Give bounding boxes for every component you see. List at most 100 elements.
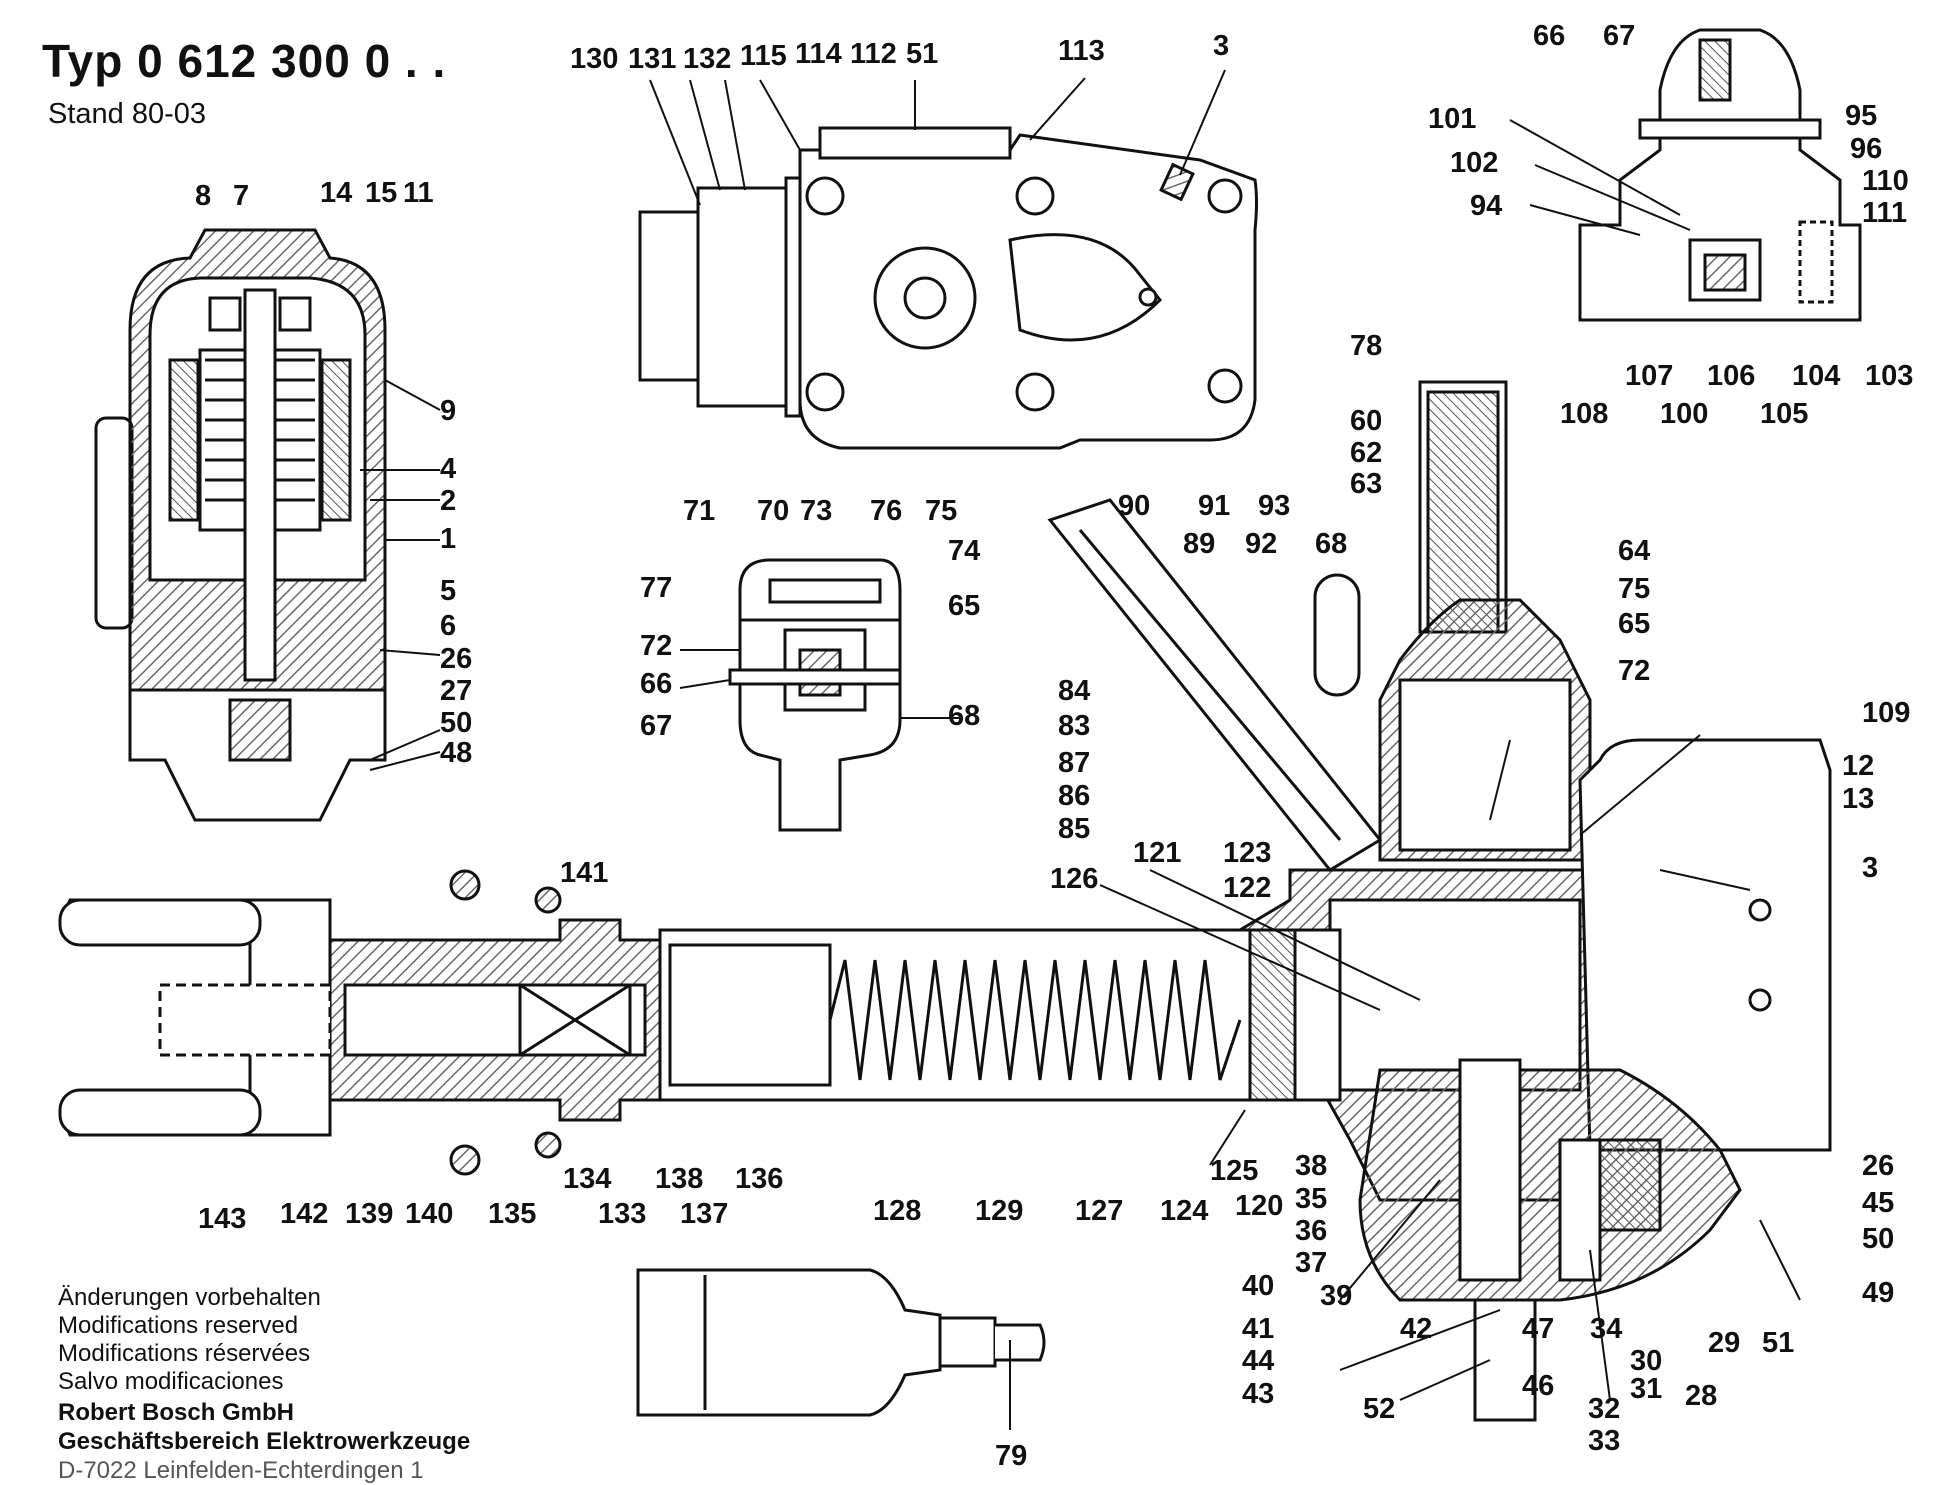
callout-label: 39	[1320, 1280, 1352, 1312]
callout-label: 65	[948, 590, 980, 622]
callout-label: 35	[1295, 1183, 1327, 1215]
callout-label: 41	[1242, 1313, 1274, 1345]
callout-label: 132	[683, 43, 731, 75]
callout-label: 106	[1707, 360, 1755, 392]
callout-label: 26	[1862, 1150, 1894, 1182]
callout-label: 36	[1295, 1215, 1327, 1247]
callout-label: 131	[628, 43, 676, 75]
callout-label: 71	[683, 495, 715, 527]
callout-label: 130	[570, 43, 618, 75]
callout-label: 15	[365, 177, 397, 209]
callout-label: 43	[1242, 1378, 1274, 1410]
callout-label: 70	[757, 495, 789, 527]
callout-label: 72	[1618, 655, 1650, 687]
valve-detail-view	[1578, 28, 1862, 322]
callout-label: 27	[440, 675, 472, 707]
callout-label: 46	[1522, 1370, 1554, 1402]
callout-label: 50	[440, 707, 472, 739]
callout-label: 78	[1350, 330, 1382, 362]
callout-label: 143	[198, 1203, 246, 1235]
callout-label: 28	[1685, 1380, 1717, 1412]
callout-label: 1	[440, 523, 456, 555]
callout-label: 48	[440, 737, 472, 769]
callout-label: 122	[1223, 872, 1271, 904]
callout-label: 76	[870, 495, 902, 527]
callout-label: 50	[1862, 1223, 1894, 1255]
callout-label: 5	[440, 575, 456, 607]
motor-housing-view	[94, 228, 387, 822]
note-spanish: Salvo modificaciones	[58, 1368, 284, 1395]
callout-label: 90	[1118, 490, 1150, 522]
callout-label: 103	[1865, 360, 1913, 392]
callout-label: 13	[1842, 783, 1874, 815]
modification-notes: Änderungen vorbehalten Modifications res…	[58, 1284, 321, 1396]
callout-label: 60	[1350, 405, 1382, 437]
callout-label: 14	[320, 177, 352, 209]
callout-label: 29	[1708, 1327, 1740, 1359]
callout-label: 11	[403, 177, 434, 209]
callout-label: 44	[1242, 1345, 1274, 1377]
callout-label: 91	[1198, 490, 1230, 522]
callout-label: 75	[1618, 573, 1650, 605]
callout-label: 113	[1058, 35, 1105, 67]
callout-label: 87	[1058, 747, 1090, 779]
callout-label: 38	[1295, 1150, 1327, 1182]
callout-label: 133	[598, 1198, 646, 1230]
callout-label: 120	[1235, 1190, 1283, 1222]
callout-label: 102	[1450, 147, 1498, 179]
note-german: Änderungen vorbehalten	[58, 1284, 321, 1311]
callout-label: 124	[1160, 1195, 1208, 1227]
callout-label: 9	[440, 395, 456, 427]
type-title: Typ 0 612 300 0 . .	[42, 35, 447, 87]
company-division: Geschäftsbereich Elektrowerkzeuge	[58, 1428, 471, 1455]
callout-label: 7	[233, 180, 249, 212]
callout-label: 96	[1850, 133, 1882, 165]
callout-label: 134	[563, 1163, 611, 1195]
callout-label: 129	[975, 1195, 1023, 1227]
callout-label: 84	[1058, 675, 1090, 707]
callout-label: 121	[1133, 837, 1181, 869]
callout-label: 62	[1350, 437, 1382, 469]
callout-label: 85	[1058, 813, 1090, 845]
callout-label: 45	[1862, 1187, 1894, 1219]
callout-label: 95	[1845, 100, 1877, 132]
callout-label: 108	[1560, 398, 1608, 430]
company-address: D-7022 Leinfelden-Echterdingen 1	[58, 1457, 424, 1484]
revision-stand: Stand 80-03	[48, 98, 207, 130]
callout-label: 138	[655, 1163, 703, 1195]
callout-label: 8	[195, 180, 211, 212]
note-english: Modifications reserved	[58, 1312, 299, 1339]
callout-label: 100	[1660, 398, 1708, 430]
callout-label: 115	[740, 40, 787, 72]
callout-label: 12	[1842, 750, 1874, 782]
callout-label: 92	[1245, 528, 1277, 560]
callout-label: 94	[1470, 190, 1502, 222]
callout-label: 26	[440, 643, 472, 675]
callout-label: 3	[1862, 852, 1878, 884]
callout-label: 114	[795, 38, 842, 70]
callout-label: 33	[1588, 1425, 1620, 1457]
note-french: Modifications réservées	[58, 1340, 311, 1367]
callout-label: 51	[1762, 1327, 1794, 1359]
callout-label: 126	[1050, 863, 1098, 895]
callout-label: 79	[995, 1440, 1027, 1472]
leader-lines	[360, 69, 1801, 1430]
callout-label: 137	[680, 1198, 728, 1230]
callout-label: 109	[1862, 697, 1910, 729]
callout-label: 68	[948, 700, 980, 732]
callout-label: 141	[560, 857, 608, 889]
callout-label: 86	[1058, 780, 1090, 812]
callout-label: 3	[1213, 30, 1229, 62]
callout-label: 51	[906, 38, 938, 70]
chisel-detail-view	[636, 1268, 1046, 1417]
callout-label: 140	[405, 1198, 453, 1230]
callout-label: 73	[800, 495, 832, 527]
callout-label: 110	[1862, 165, 1909, 197]
gearbox-top-view	[638, 126, 1258, 450]
callout-label: 139	[345, 1198, 393, 1230]
callout-label: 4	[440, 453, 456, 485]
callout-label: 112	[850, 38, 897, 70]
callout-label: 104	[1792, 360, 1840, 392]
